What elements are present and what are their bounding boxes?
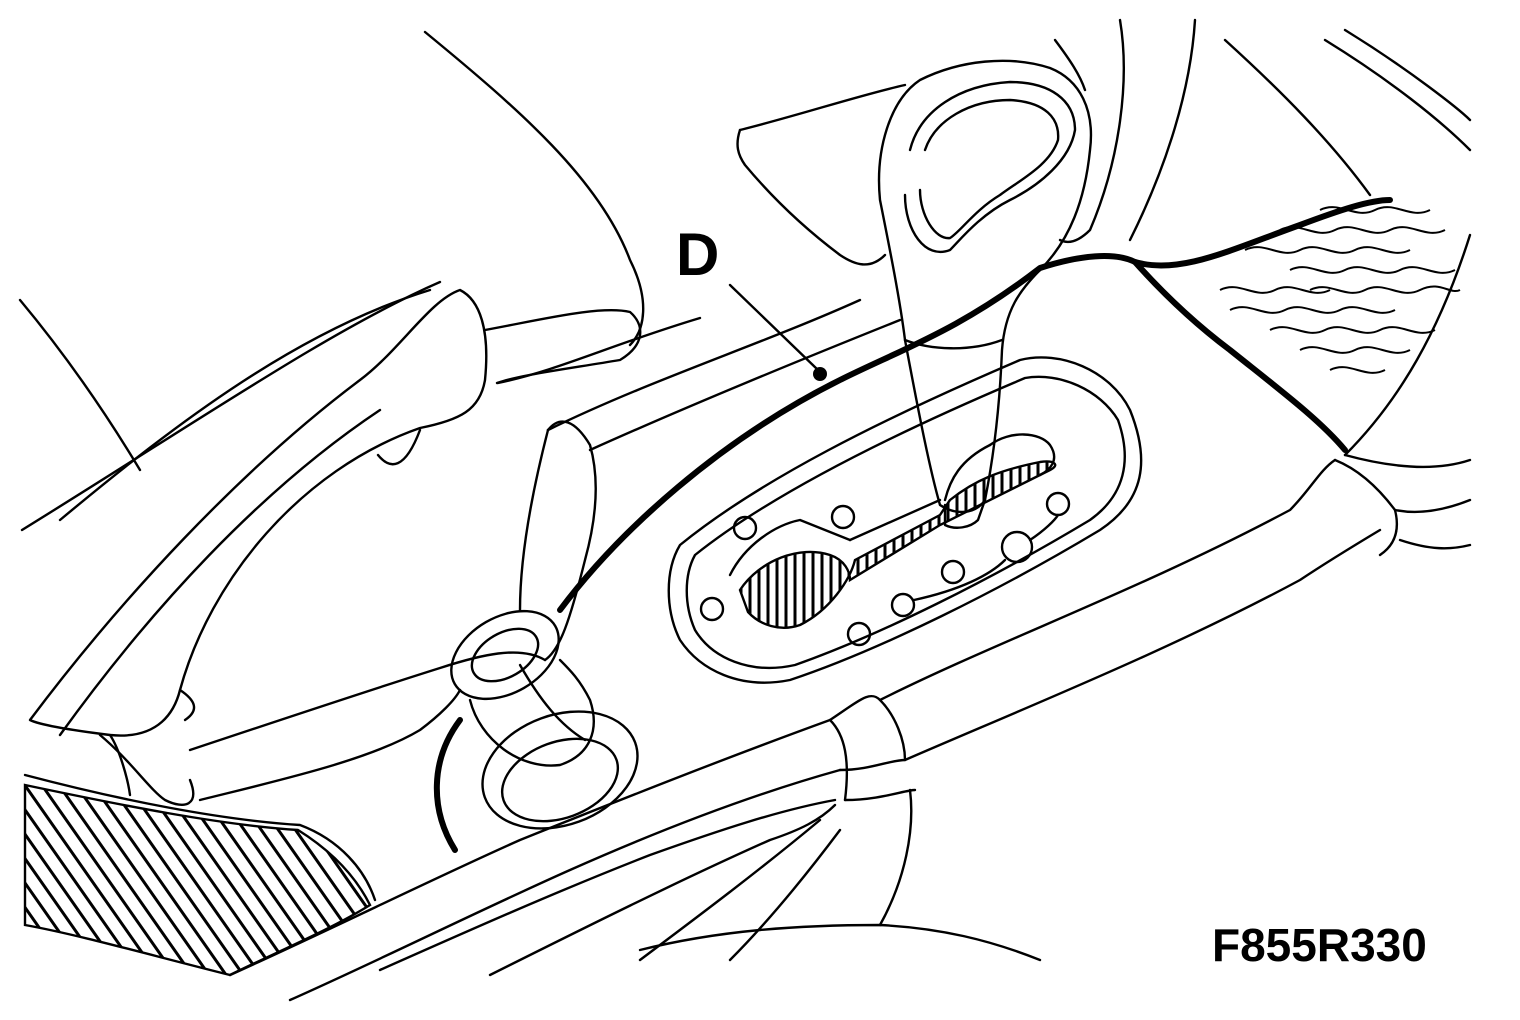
floor-mat-texture [1219,206,1461,374]
storage-grille [23,783,372,977]
dashboard-tunnel [736,18,1472,457]
cigarette-lighter [433,609,639,853]
callout-label-d: D [676,221,720,288]
figure-id: F855R330 [1212,919,1427,971]
callout-leader [728,283,827,381]
handbrake-lever [28,288,642,807]
left-seat-outline [18,30,645,532]
gear-selector-housing [667,356,1143,684]
gear-lever [877,59,1093,529]
console-front-trim [228,453,1472,1002]
console-left-side [23,298,902,902]
